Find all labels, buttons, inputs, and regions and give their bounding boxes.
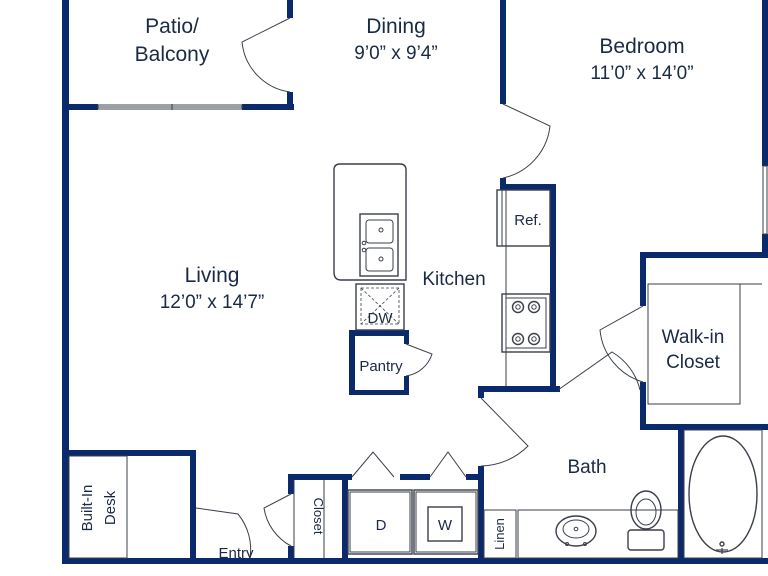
laundry-door-right: [429, 451, 467, 478]
doors: [195, 17, 644, 559]
dishwasher-icon: [355, 283, 405, 331]
sink-icon: [359, 213, 399, 277]
dryer-label: D: [376, 517, 387, 534]
closet-label: Closet: [311, 498, 326, 535]
walkin-label-1: Walk-in: [662, 327, 725, 348]
walkin-label-2: Closet: [666, 352, 721, 373]
desk: [68, 455, 128, 559]
closet-shelf: [293, 480, 325, 558]
bath-walkin-door: [557, 351, 641, 391]
fridge-label: Ref.: [514, 212, 542, 229]
kitchen-island: [333, 163, 407, 281]
windows: [97, 104, 768, 235]
bathtub-icon: [683, 429, 763, 559]
bath-door: [480, 397, 529, 467]
bedroom-label: Bedroom: [599, 35, 684, 58]
washer-icon: [413, 489, 479, 555]
dining-label: Dining: [366, 15, 426, 38]
bath-fixtures: [483, 429, 763, 559]
laundry: [347, 489, 479, 555]
linen-label: Linen: [492, 518, 507, 550]
entry-door: [195, 507, 252, 559]
walkin-shelves: [647, 283, 762, 405]
walkin-closet-door: [599, 305, 644, 383]
dryer-icon: [347, 489, 413, 555]
entry-label: Entry: [218, 545, 254, 562]
patio-label-1: Patio/: [145, 15, 199, 38]
walls: [62, 0, 768, 564]
dishwasher-label: DW: [368, 310, 394, 327]
labels: Patio/ Balcony Dining 9’0” x 9’4” Bedroo…: [79, 15, 724, 562]
bath-label: Bath: [567, 457, 606, 478]
bedroom-door: [502, 103, 551, 179]
desk-label-1: Built-In: [79, 485, 96, 532]
toilet-icon: [627, 490, 665, 551]
desk-label-2: Desk: [102, 490, 119, 525]
bath-sink-icon: [555, 515, 597, 547]
laundry-door-left: [351, 451, 395, 478]
patio-label-2: Balcony: [135, 43, 210, 66]
fridge-icon: [496, 189, 551, 247]
washer-label: W: [438, 517, 453, 534]
kitchen-fixtures: [333, 163, 551, 386]
bedroom-size: 11’0” x 14’0”: [590, 63, 693, 84]
kitchen-label: Kitchen: [422, 269, 485, 290]
closet-door: [263, 493, 292, 547]
living-size: 12’0” x 14’7”: [160, 292, 265, 313]
pantry-door: [405, 343, 433, 377]
patio-door: [241, 17, 291, 93]
dining-size: 9’0” x 9’4”: [354, 43, 437, 64]
living-label: Living: [185, 264, 240, 287]
range-icon: [501, 293, 551, 353]
pantry-label: Pantry: [359, 358, 403, 375]
